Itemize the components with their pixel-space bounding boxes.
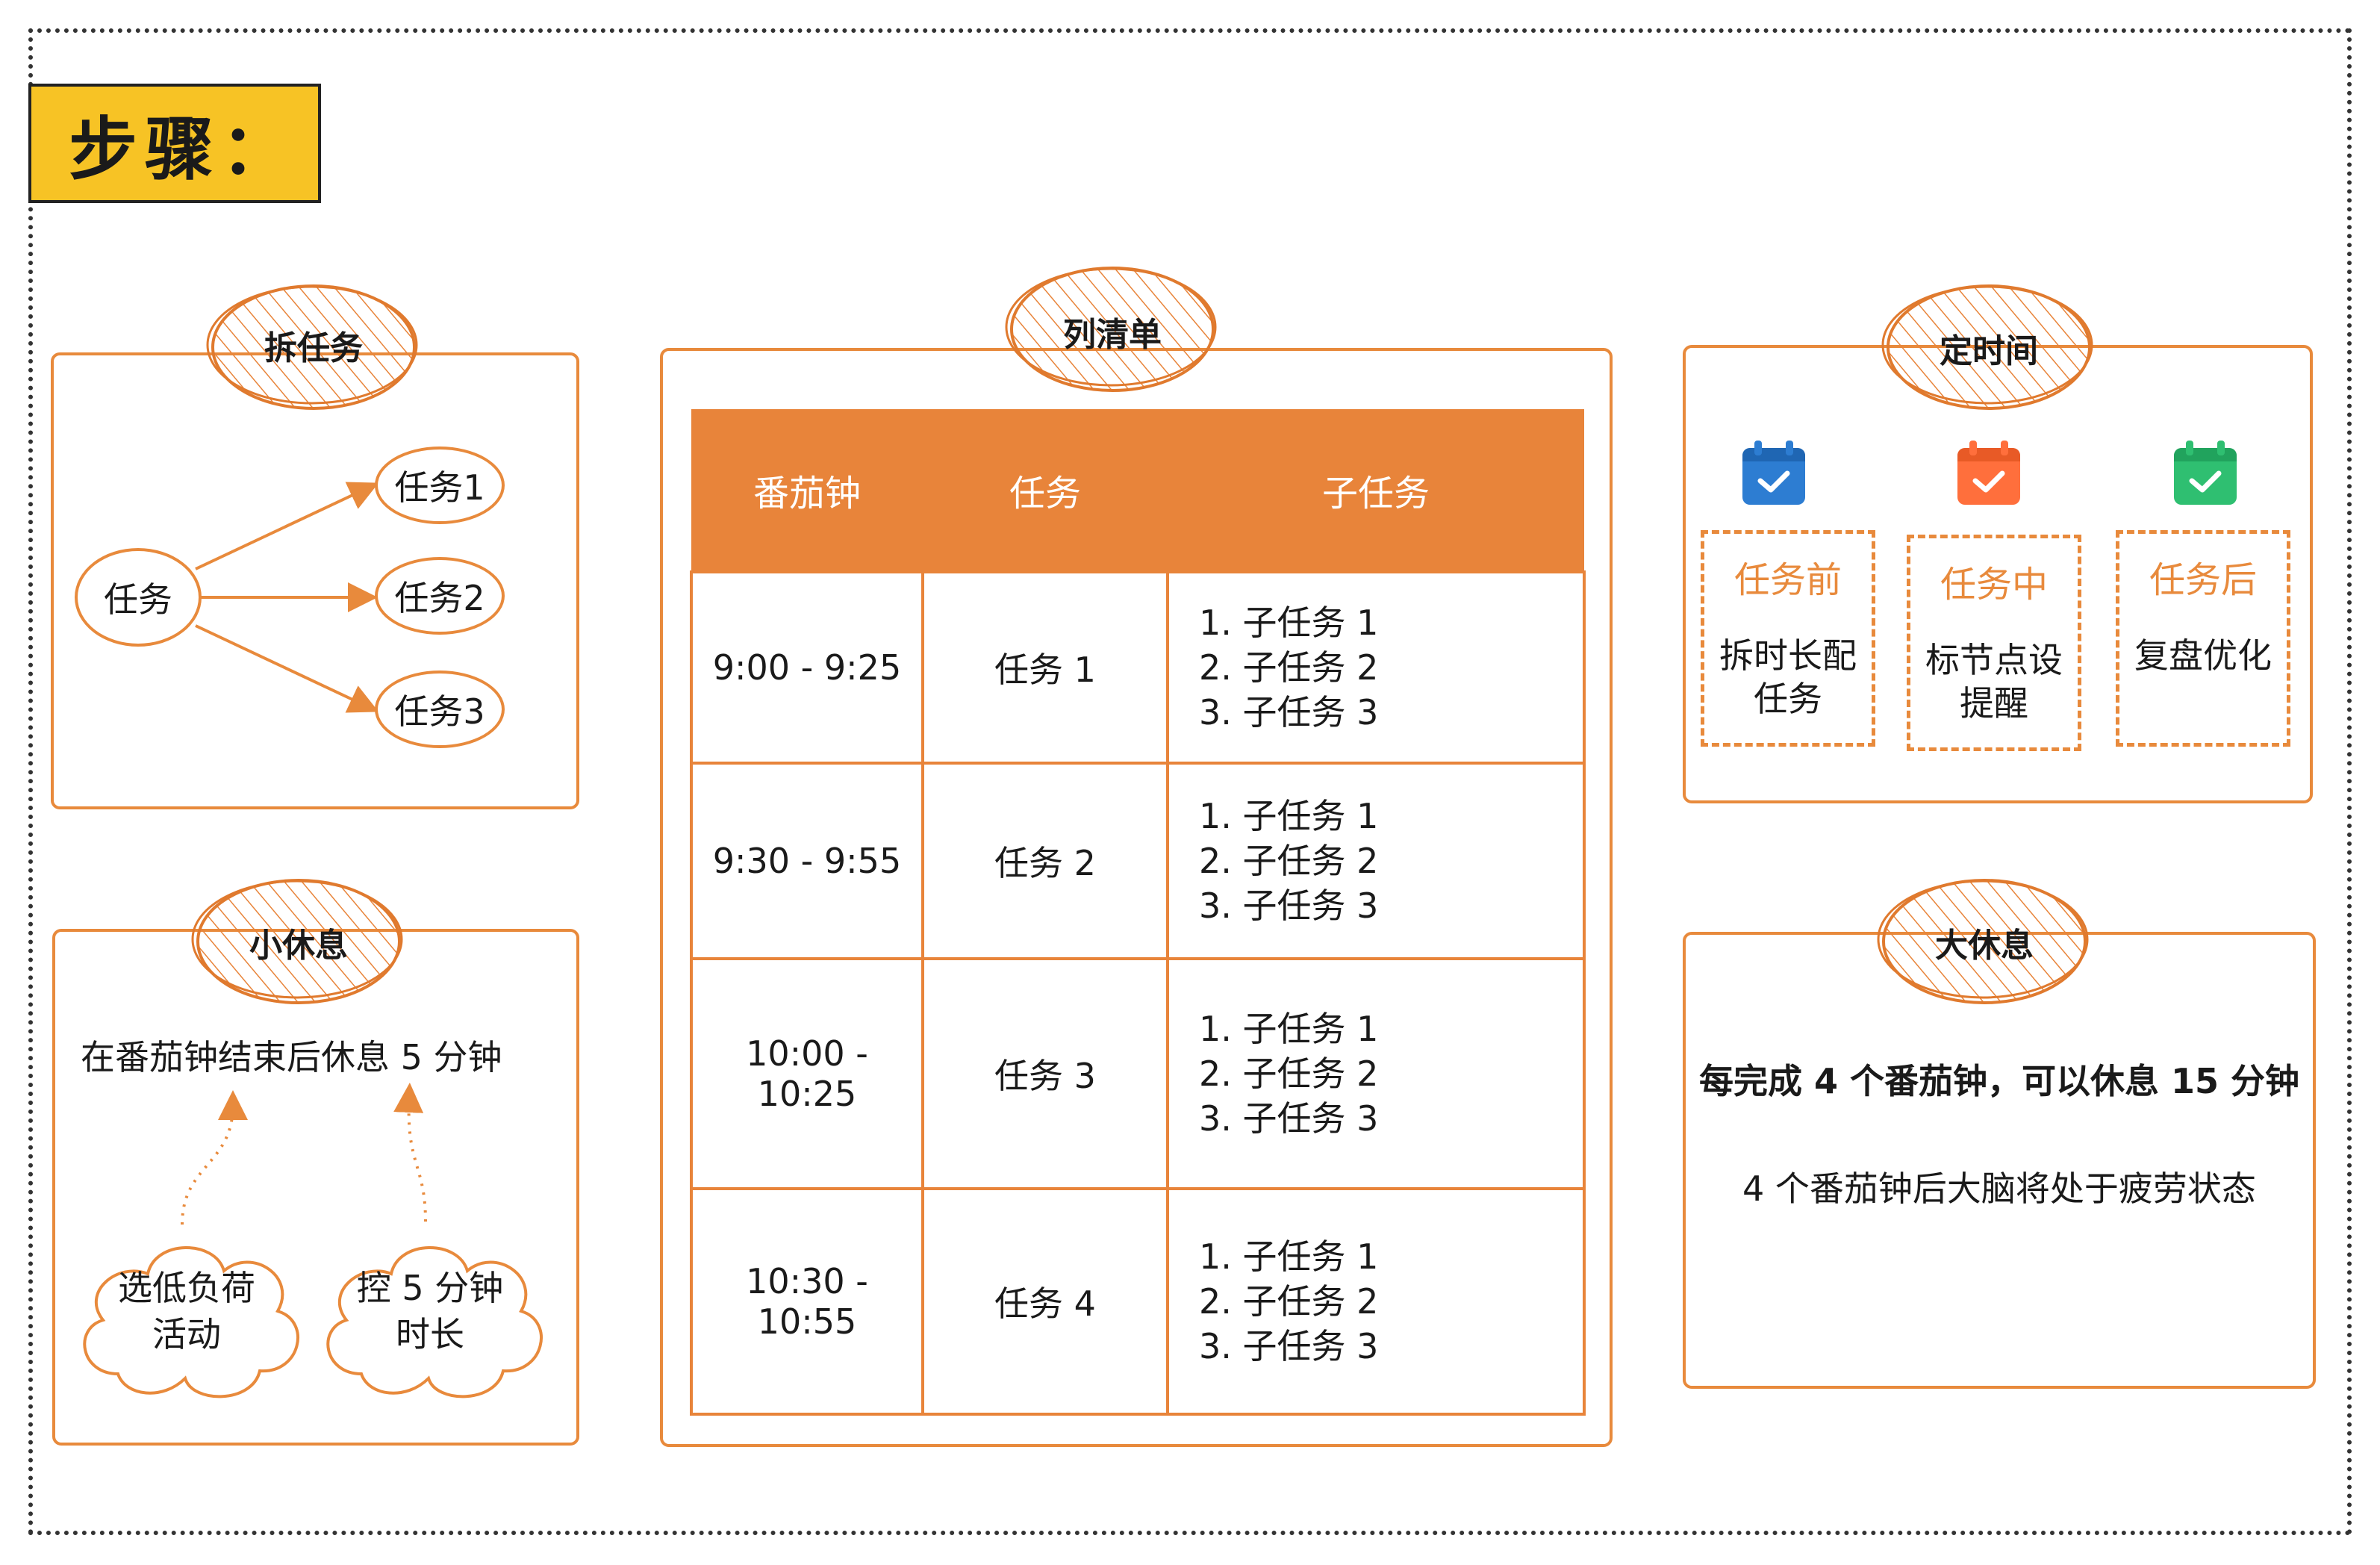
- timing-label: 定时间: [1940, 332, 2038, 370]
- subtask-node-2: 任务2: [375, 557, 505, 635]
- subtask-item: 3. 子任务 3: [1199, 1326, 1379, 1366]
- cloud-1-line-2: 活动: [152, 1314, 221, 1354]
- long-break-line-2: 4 个番茄钟后大脑将处于疲劳状态: [1742, 1169, 2256, 1209]
- short-break-label: 小休息: [249, 927, 348, 965]
- list-hatch-badge: [1005, 267, 1217, 392]
- task-node: 任务: [75, 548, 202, 647]
- subtask-item: 3. 子任务 3: [1199, 886, 1379, 926]
- subtask-node-3: 任务3: [375, 671, 505, 748]
- task-cell: 任务 4: [921, 1187, 1169, 1416]
- subtask-item: 1. 子任务 1: [1199, 1009, 1379, 1049]
- calendar-check-blue-icon: [1742, 441, 1805, 505]
- table-row: 9:00 - 9:25 任务 1 1. 子任务 1 2. 子任务 2 3. 子任…: [690, 570, 1586, 765]
- short-break-text: 在番茄钟结束后休息 5 分钟: [81, 1037, 502, 1077]
- task-cell: 任务 3: [921, 957, 1169, 1190]
- timing-card-after-line-1: 复盘优化: [2134, 635, 2272, 676]
- subtasks-cell: 1. 子任务 1 2. 子任务 2 3. 子任务 3: [1166, 570, 1586, 765]
- cloud-2-line-2: 时长: [396, 1314, 464, 1354]
- timing-card-before-body: 拆时长配 任务: [1704, 634, 1872, 721]
- timing-card-before: 任务前 拆时长配 任务: [1701, 530, 1875, 747]
- table-row: 10:30 - 10:55 任务 4 1. 子任务 1 2. 子任务 2 3. …: [690, 1187, 1586, 1416]
- header-subtask: 子任务: [1168, 409, 1584, 572]
- timing-card-after-body: 复盘优化: [2119, 634, 2287, 677]
- timing-card-before-line-2: 任务: [1754, 679, 1822, 719]
- subtask-item: 2. 子任务 2: [1199, 1054, 1379, 1094]
- cloud-1-line-1: 选低负荷: [118, 1268, 255, 1308]
- timing-card-after: 任务后 复盘优化: [2116, 530, 2290, 747]
- task-cell: 任务 2: [921, 762, 1169, 960]
- timing-panel: [1683, 345, 2313, 803]
- table-row: 9:30 - 9:55 任务 2 1. 子任务 1 2. 子任务 2 3. 子任…: [690, 762, 1586, 960]
- cloud-shape-2: [326, 1246, 543, 1398]
- subtask-item: 2. 子任务 2: [1199, 841, 1379, 881]
- page-title: 步骤：: [28, 84, 321, 203]
- long-break-label: 大休息: [1935, 927, 2034, 965]
- table-header-row: 番茄钟 任务 子任务: [691, 409, 1584, 572]
- timing-card-after-heading: 任务后: [2149, 559, 2257, 601]
- diagram-frame: [28, 28, 2352, 1535]
- cloud-shape-1: [83, 1246, 299, 1398]
- time-cell: 9:30 - 9:55: [690, 762, 924, 960]
- subtask-item: 3. 子任务 3: [1199, 1098, 1379, 1139]
- timing-card-before-line-1: 拆时长配: [1719, 635, 1857, 676]
- long-break-line-1: 每完成 4 个番茄钟，可以休息 15 分钟: [1698, 1061, 2300, 1101]
- subtask-item: 1. 子任务 1: [1199, 1236, 1379, 1277]
- timing-card-during-line-2: 提醒: [1960, 683, 2028, 724]
- split-tasks-hatch-badge: [206, 284, 418, 410]
- list-label: 列清单: [1063, 316, 1162, 354]
- cloud-text-1: 选低负荷 活动: [88, 1265, 285, 1357]
- subtask-item: 2. 子任务 2: [1199, 647, 1379, 688]
- subtask-item: 1. 子任务 1: [1199, 796, 1379, 836]
- timing-card-during-body: 标节点设 提醒: [1910, 638, 2078, 725]
- short-break-dotted-arrows: [181, 1083, 427, 1225]
- pomodoro-table: 番茄钟 任务 子任务 9:00 - 9:25 任务 1 1. 子任务 1 2. …: [690, 409, 1586, 1416]
- short-break-hatch-badge: [191, 879, 403, 1004]
- task-cell: 任务 1: [921, 570, 1169, 765]
- split-tasks-label: 拆任务: [264, 329, 363, 367]
- subtasks-cell: 1. 子任务 1 2. 子任务 2 3. 子任务 3: [1166, 762, 1586, 960]
- timing-hatch-badge: [1881, 284, 2093, 410]
- timing-card-during-heading: 任务中: [1940, 564, 2048, 606]
- subtasks-cell: 1. 子任务 1 2. 子任务 2 3. 子任务 3: [1166, 1187, 1586, 1416]
- subtask-item: 3. 子任务 3: [1199, 692, 1379, 732]
- subtask-item: 2. 子任务 2: [1199, 1281, 1379, 1322]
- time-cell: 10:00 - 10:25: [690, 957, 924, 1190]
- calendar-check-green-icon: [2174, 441, 2237, 505]
- subtasks-cell: 1. 子任务 1 2. 子任务 2 3. 子任务 3: [1166, 957, 1586, 1190]
- timing-card-during: 任务中 标节点设 提醒: [1907, 535, 2081, 751]
- cloud-text-2: 控 5 分钟 时长: [331, 1265, 529, 1357]
- timing-card-during-line-1: 标节点设: [1925, 640, 2063, 680]
- timing-card-before-heading: 任务前: [1733, 559, 1842, 601]
- time-cell: 9:00 - 9:25: [690, 570, 924, 765]
- cloud-2-line-1: 控 5 分钟: [356, 1268, 504, 1308]
- calendar-check-orange-icon: [1957, 441, 2020, 505]
- table-row: 10:00 - 10:25 任务 3 1. 子任务 1 2. 子任务 2 3. …: [690, 957, 1586, 1190]
- long-break-hatch-badge: [1877, 879, 2089, 1004]
- subtask-item: 1. 子任务 1: [1199, 603, 1379, 643]
- time-cell: 10:30 - 10:55: [690, 1187, 924, 1416]
- subtask-node-1: 任务1: [375, 447, 505, 524]
- header-task: 任务: [923, 409, 1168, 572]
- split-tasks-arrows: [195, 482, 379, 713]
- header-pomodoro: 番茄钟: [691, 409, 923, 572]
